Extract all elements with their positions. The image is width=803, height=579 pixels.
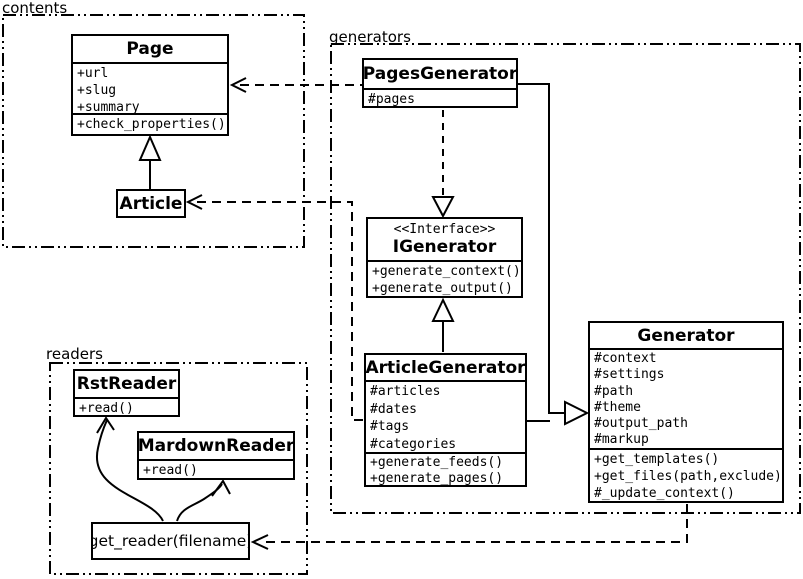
member-row: +slug — [77, 83, 117, 98]
member-row: +generate_context() — [372, 264, 518, 279]
class-header-igenerator: <<Interface>> IGenerator — [368, 219, 521, 260]
class-name-article: Article — [119, 193, 183, 214]
member-row: #markup — [594, 432, 649, 448]
member-row: +get_templates() — [594, 452, 720, 467]
member-row: #categories — [370, 436, 457, 452]
member-row: +generate_feeds() — [370, 455, 504, 470]
member-row: #pages — [368, 92, 415, 106]
member-row: +get_files(path,exclude) — [594, 469, 779, 484]
member-row: +check_properties() — [77, 117, 224, 132]
class-methods-articlegenerator: +generate_feeds() +generate_pages() — [366, 452, 525, 485]
edge-pagesgenerator-to-igenerator-realization — [431, 110, 455, 219]
edge-pagesgenerator-to-generator-inheritance — [518, 83, 590, 426]
member-row: +read() — [79, 401, 134, 415]
package-border-generators — [330, 43, 801, 514]
package-label-readers: readers — [46, 345, 103, 363]
member-row: +url — [77, 66, 109, 81]
package-label-generators: generators — [329, 28, 411, 46]
edge-articlegenerator-to-igenerator-realization — [431, 297, 455, 352]
class-methods-igenerator: +generate_context() +generate_output() — [368, 260, 521, 296]
class-box-page: Page +url +slug +summary +check_properti… — [71, 34, 229, 136]
class-methods-mardownreader: +read() — [139, 459, 293, 478]
function-label-get-reader: get_reader(filename) — [91, 532, 250, 550]
function-box-get-reader: get_reader(filename) — [91, 522, 250, 560]
class-box-articlegenerator: ArticleGenerator #articles #dates #tags … — [364, 353, 527, 487]
member-row: #context — [594, 351, 657, 366]
edge-articlegenerator-to-article-dependency — [185, 194, 365, 421]
class-stereotype-igenerator: <<Interface>> — [393, 222, 496, 237]
class-name-generator: Generator — [637, 325, 735, 346]
class-name-page: Page — [126, 39, 174, 59]
class-box-generator: Generator #context #settings #path #them… — [588, 321, 784, 503]
package-border-readers — [49, 362, 308, 575]
class-box-article: Article — [116, 189, 186, 218]
member-row: #output_path — [594, 416, 688, 432]
member-row: #_update_context() — [594, 486, 735, 501]
class-attributes-pagesgenerator: #pages — [364, 88, 516, 106]
class-methods-page: +check_properties() — [73, 113, 227, 134]
class-attributes-page: +url +slug +summary — [73, 62, 227, 113]
member-row: #path — [594, 383, 634, 399]
class-box-mardownreader: MardownReader +read() — [137, 431, 295, 480]
member-row: #dates — [370, 401, 417, 417]
class-name-rstreader: RstReader — [76, 374, 177, 394]
package-label-contents: contents — [2, 0, 68, 17]
member-row: +summary — [77, 100, 140, 113]
member-row: #theme — [594, 399, 641, 415]
member-row: #tags — [370, 419, 410, 434]
class-name-articlegenerator: ArticleGenerator — [366, 357, 525, 378]
class-methods-rstreader: +read() — [75, 397, 178, 415]
edge-article-to-page-inheritance — [138, 134, 162, 190]
class-name-igenerator: IGenerator — [392, 237, 497, 257]
class-attributes-articlegenerator: #articles #dates #tags #categories — [366, 380, 525, 452]
edge-getreader-to-mardownreader — [176, 479, 231, 522]
member-row: +generate_pages() — [370, 471, 504, 485]
member-row: #settings — [594, 367, 665, 383]
edge-generator-to-getreader-dependency — [250, 504, 688, 550]
class-box-igenerator: <<Interface>> IGenerator +generate_conte… — [366, 217, 523, 298]
member-row: #articles — [370, 384, 441, 399]
member-row: +generate_output() — [372, 281, 513, 296]
class-box-pagesgenerator: PagesGenerator #pages — [362, 58, 518, 108]
edge-pagesgenerator-to-page-dependency — [229, 77, 362, 93]
class-attributes-generator: #context #settings #path #theme #output_… — [590, 348, 782, 448]
class-name-pagesgenerator: PagesGenerator — [364, 64, 516, 84]
edge-getreader-to-rstreader — [95, 416, 164, 522]
class-methods-generator: +get_templates() +get_files(path,exclude… — [590, 448, 782, 501]
class-box-rstreader: RstReader +read() — [73, 369, 180, 417]
package-border-contents — [2, 14, 305, 248]
member-row: +read() — [143, 463, 198, 478]
class-name-mardownreader: MardownReader — [139, 436, 293, 456]
